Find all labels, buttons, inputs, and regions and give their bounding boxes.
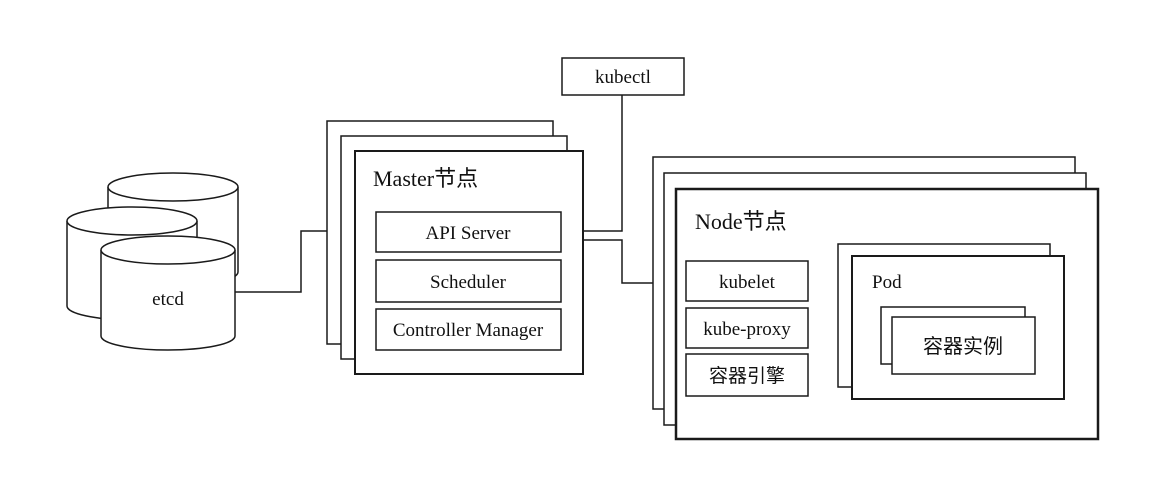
api-server-box — [375, 211, 562, 253]
scheduler-box — [375, 259, 562, 303]
container-instance-box — [891, 316, 1036, 375]
kubelet-box — [685, 260, 809, 302]
container-engine-box — [685, 353, 809, 397]
scheduler-label: Scheduler — [430, 272, 507, 293]
kube-proxy-label: kube-proxy — [703, 319, 791, 340]
kubectl-box — [561, 57, 685, 96]
controller-manager-box — [375, 308, 562, 351]
master-node-title: Master节点 — [373, 166, 478, 191]
container-instance-label: 容器实例 — [923, 335, 1003, 358]
api-server-label: API Server — [426, 223, 512, 244]
kubectl-label: kubectl — [595, 67, 651, 88]
etcd-cylinder-front — [100, 235, 236, 351]
kubelet-label: kubelet — [719, 272, 776, 293]
container-engine-label: 容器引擎 — [709, 365, 785, 387]
kube-proxy-box — [685, 307, 809, 349]
pod-title: Pod — [872, 272, 902, 293]
controller-manager-label: Controller Manager — [393, 320, 544, 341]
etcd-label: etcd — [152, 289, 184, 310]
node-title: Node节点 — [695, 209, 787, 234]
